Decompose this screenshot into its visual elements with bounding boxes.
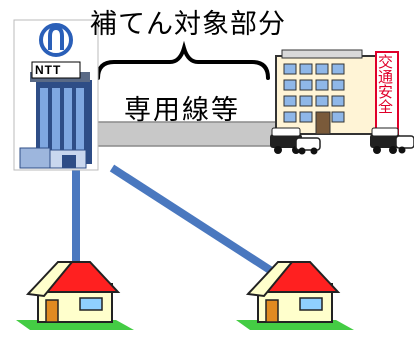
police-building [275, 49, 399, 137]
link-line-right [109, 164, 273, 274]
police-car [395, 135, 414, 154]
police-car [295, 137, 321, 155]
traffic-safety-sign: 交通安全 [376, 54, 394, 114]
ntt-sign-label: NTT [35, 63, 62, 77]
subsidy-range-label: 補てん対象部分 [90, 9, 286, 40]
house-icon [236, 261, 354, 330]
police-car [370, 127, 400, 154]
police-cars [270, 127, 414, 155]
police-car [270, 127, 302, 154]
dedicated-line-label: 専用線等 [124, 95, 240, 126]
ntt-logo-icon [39, 23, 73, 57]
subsidy-bracket [96, 40, 270, 80]
ntt-building [13, 19, 99, 171]
house-icon [16, 261, 134, 330]
